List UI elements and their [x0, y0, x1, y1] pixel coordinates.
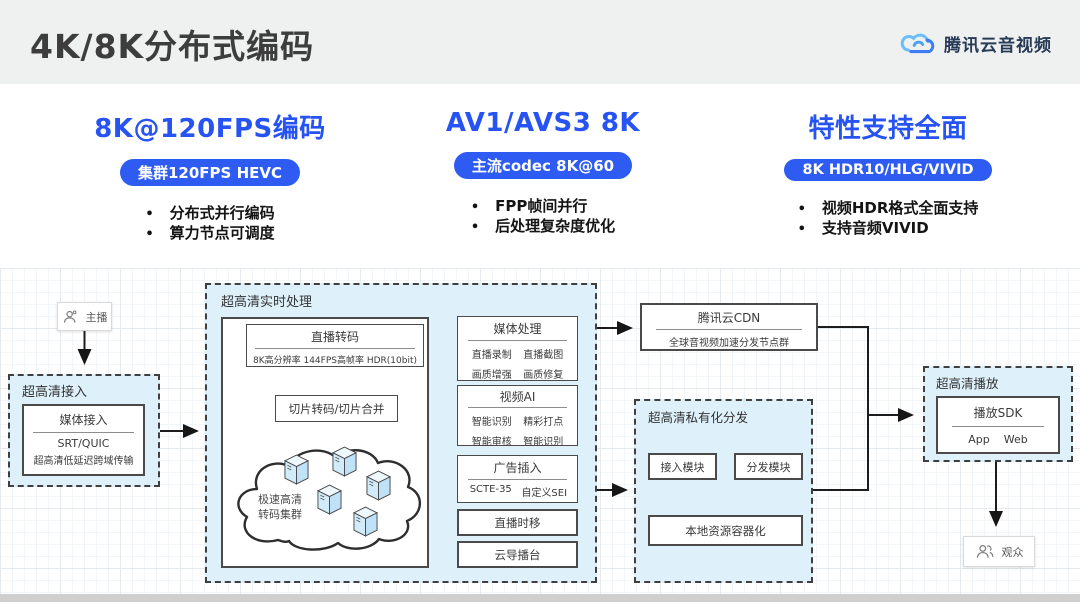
live-transcode-title: 直播转码 [310, 330, 359, 344]
timeshift-box: 直播时移 [457, 509, 578, 536]
ad-insert-items: SCTE-35 自定义SEI [458, 484, 577, 499]
media-processing-title: 媒体处理 [493, 322, 542, 336]
brand-name: 腾讯云音视频 [944, 36, 1052, 56]
transcode-cloud: 极速高清 转码集群 [236, 444, 430, 556]
media-ingest-box: 媒体接入 SRT/QUIC 超高清低延迟跨域传输 [22, 404, 145, 476]
divider [656, 329, 802, 330]
divider [33, 432, 134, 433]
bottom-edge-bar [0, 594, 1080, 602]
divider [468, 340, 567, 341]
divider [468, 407, 567, 408]
transcode-specs: 8K高分辨率 144FPS高帧率 HDR(10bit) [252, 356, 417, 366]
ingest-desc: 超高清低延迟跨域传输 [33, 456, 134, 467]
playback-platforms: App Web [938, 433, 1058, 446]
ad-item: 自定义SEI [521, 488, 568, 499]
access-module-box: 接入模块 [648, 453, 717, 480]
media-processing-box: 媒体处理 直播录制 直播截图 画质增强 画质修复 [457, 316, 578, 381]
server-icon [366, 470, 391, 501]
ai-item: 智能识别 [523, 437, 564, 448]
divider [468, 479, 567, 480]
cluster-label-line1: 极速高清 [258, 493, 302, 506]
platform-app: App [968, 433, 990, 446]
private-distribution-label: 超高清私有化分发 [648, 410, 749, 425]
feature-column-encoding: 8K@120FPS编码 集群120FPS HEVC 分布式并行编码 算力节点可调… [55, 108, 365, 244]
anchor-node: 主播 [57, 302, 112, 331]
people-icon [976, 544, 993, 558]
divider [255, 348, 415, 349]
header-band: 4K/8K分布式编码 腾讯云音视频 [0, 0, 1080, 84]
server-icon [353, 506, 378, 537]
local-container-label: 本地资源容器化 [685, 523, 766, 538]
media-item: 直播录制 [471, 350, 512, 361]
cluster-label-line2: 转码集群 [258, 508, 302, 521]
feature-title: 8K@120FPS编码 [94, 114, 326, 144]
feature-column-codec: AV1/AVS3 8K 主流codec 8K@60 FPP帧间并行 后处理复杂度… [388, 108, 698, 237]
feature-bullet-list: 分布式并行编码 算力节点可调度 [145, 204, 275, 244]
media-item: 画质增强 [471, 370, 512, 381]
timeshift-label: 直播时移 [494, 515, 541, 530]
feature-bullet: 视频HDR格式全面支持 [798, 199, 979, 219]
feature-badge: 集群120FPS HEVC [120, 159, 300, 186]
processing-group-label: 超高清实时处理 [221, 295, 313, 310]
server-icon [332, 446, 357, 477]
feature-column-support: 特性支持全面 8K HDR10/HLG/VIVID 视频HDR格式全面支持 支持… [733, 108, 1043, 239]
feature-bullet: 算力节点可调度 [145, 224, 275, 244]
audience-label: 观众 [1001, 545, 1024, 559]
feature-bullet: FPP帧间并行 [471, 197, 615, 217]
cdn-subtitle: 全球音视频加速分发节点群 [669, 338, 789, 349]
video-ai-box: 视频AI 智能识别 精彩打点 智能审核 智能识别 [457, 385, 578, 448]
audience-node: 观众 [963, 536, 1035, 567]
distribution-module-box: 分发模块 [734, 453, 803, 480]
media-item: 画质修复 [523, 370, 564, 381]
brand-logo: 腾讯云音视频 [898, 30, 1052, 57]
ai-item: 精彩打点 [523, 417, 564, 428]
feature-title: 特性支持全面 [808, 114, 968, 144]
feature-badge: 8K HDR10/HLG/VIVID [784, 159, 992, 181]
cloud-logo-icon [900, 33, 935, 54]
page-title: 4K/8K分布式编码 [30, 27, 315, 66]
ingest-protocols: SRT/QUIC [57, 437, 110, 450]
ad-insert-box: 广告插入 SCTE-35 自定义SEI [457, 455, 578, 503]
ad-insert-title: 广告插入 [493, 461, 542, 475]
video-ai-items: 智能识别 精彩打点 智能审核 智能识别 [458, 413, 577, 448]
feature-bullet-list: FPP帧间并行 后处理复杂度优化 [471, 197, 615, 237]
live-transcode-box: 直播转码 8K高分辨率 144FPS高帧率 HDR(10bit) [246, 324, 424, 367]
feature-bullet-list: 视频HDR格式全面支持 支持音频VIVID [798, 199, 979, 239]
slice-transcode-label: 切片转码/切片合并 [288, 401, 385, 416]
feature-badge: 主流codec 8K@60 [453, 152, 633, 179]
ad-item: SCTE-35 [469, 484, 512, 495]
playback-sdk-box: 播放SDK App Web [936, 396, 1060, 454]
anchor-label: 主播 [85, 310, 108, 324]
ai-item: 智能识别 [471, 417, 512, 428]
slice-transcode-box: 切片转码/切片合并 [275, 395, 398, 422]
cdn-box: 腾讯云CDN 全球音视频加速分发节点群 [640, 303, 818, 351]
access-module-label: 接入模块 [660, 460, 705, 474]
playback-group-label: 超高清播放 [936, 376, 999, 391]
media-ingest-title: 媒体接入 [59, 413, 108, 427]
person-icon [63, 310, 76, 323]
divider [952, 426, 1044, 427]
distribution-module-label: 分发模块 [746, 460, 791, 474]
cloud-director-box: 云导播台 [457, 541, 578, 568]
ai-item: 智能审核 [471, 437, 512, 448]
feature-title: AV1/AVS3 8K [445, 108, 641, 138]
cluster-label: 极速高清 转码集群 [258, 492, 302, 522]
server-icon [317, 484, 342, 515]
feature-bullet: 支持音频VIVID [798, 219, 979, 239]
cloud-director-label: 云导播台 [494, 547, 541, 562]
media-item: 直播截图 [523, 350, 564, 361]
private-distribution-group [634, 399, 813, 583]
playback-sdk-title: 播放SDK [973, 406, 1023, 420]
platform-web: Web [1003, 433, 1028, 446]
feature-bullet: 分布式并行编码 [145, 204, 275, 224]
server-icon [284, 454, 309, 485]
feature-bullet: 后处理复杂度优化 [471, 217, 615, 237]
cdn-title: 腾讯云CDN [697, 311, 761, 325]
video-ai-title: 视频AI [499, 390, 536, 404]
ingest-group-label: 超高清接入 [22, 385, 88, 400]
media-processing-items: 直播录制 直播截图 画质增强 画质修复 [458, 346, 577, 381]
local-container-box: 本地资源容器化 [648, 515, 803, 546]
